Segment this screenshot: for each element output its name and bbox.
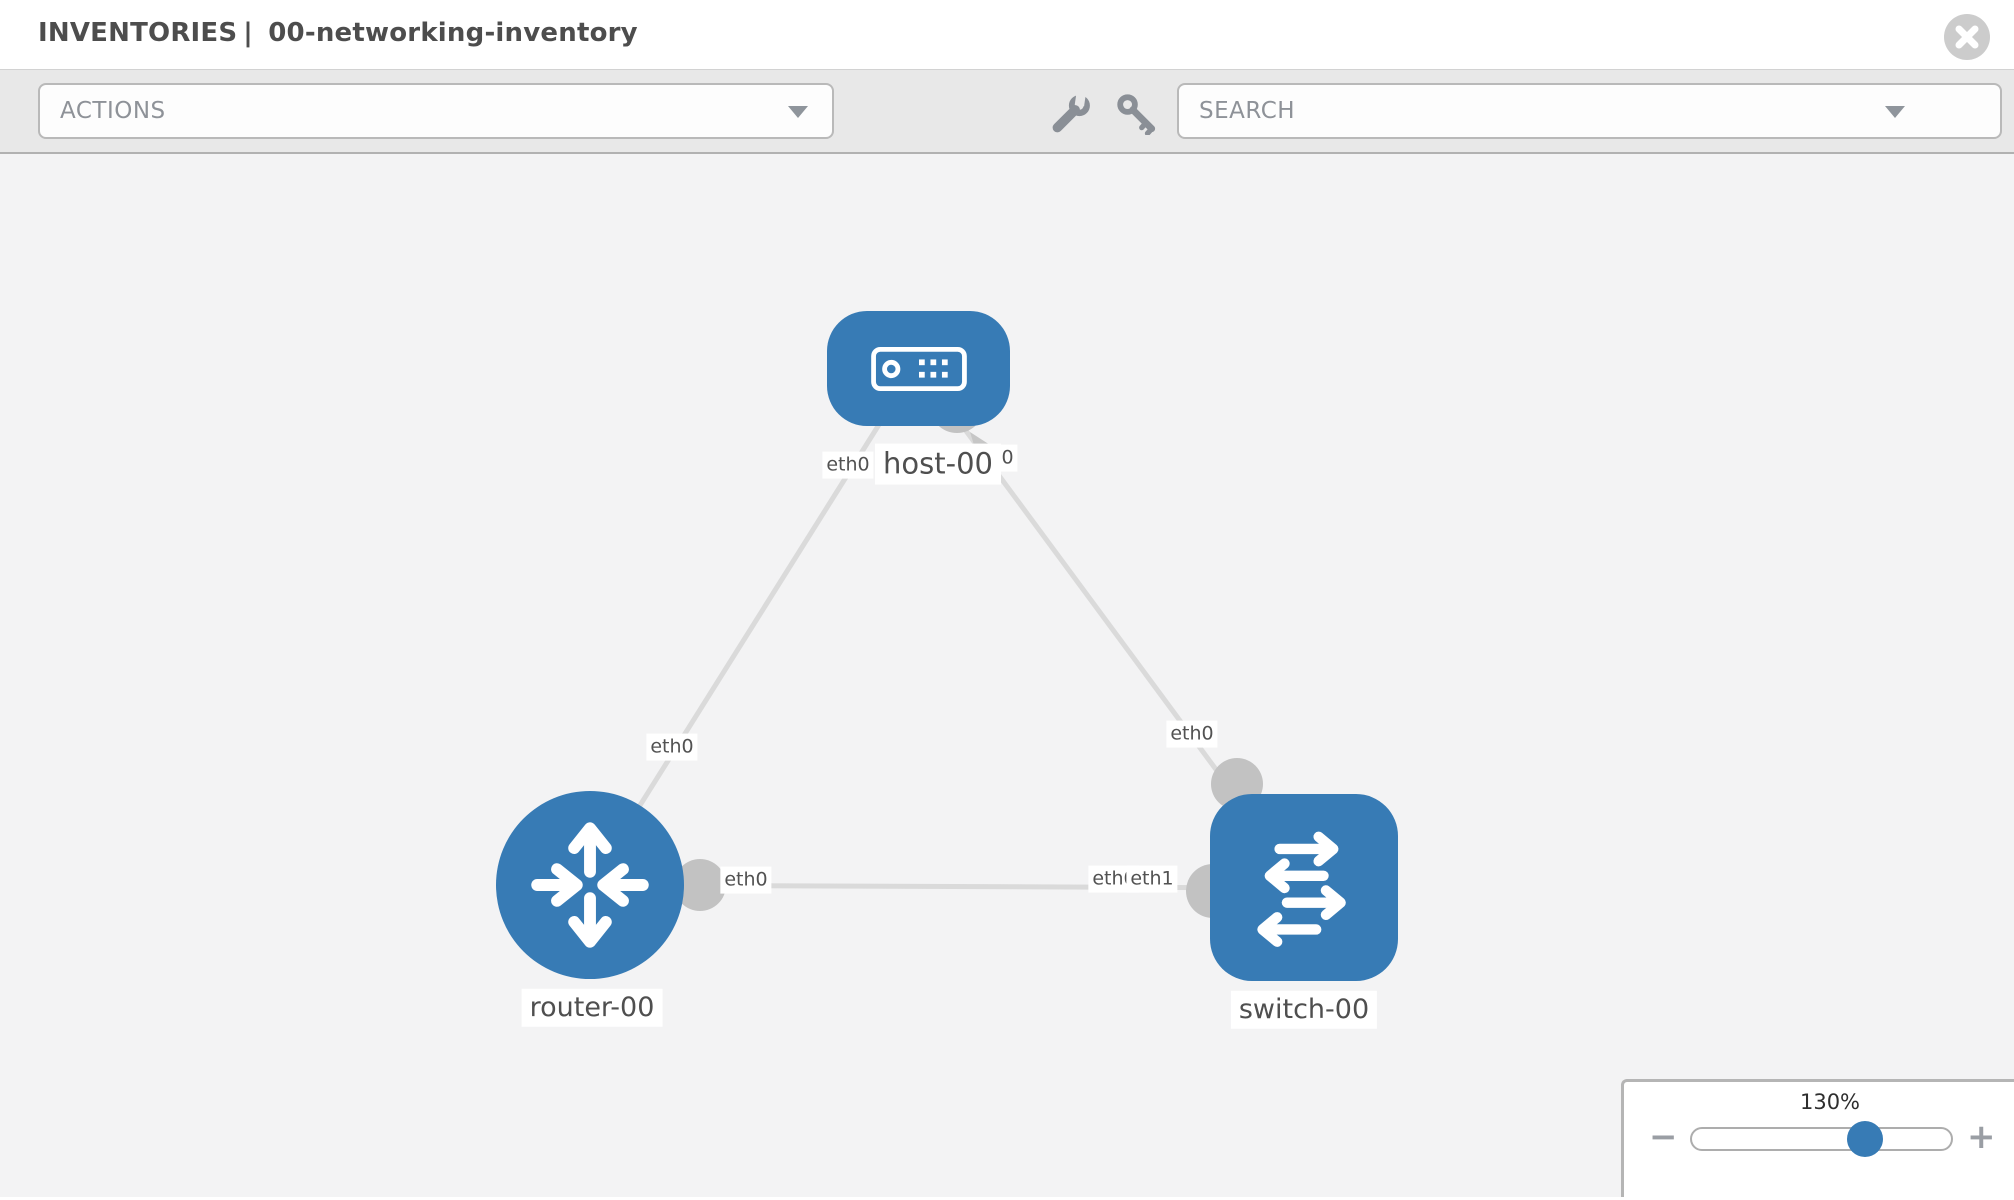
links-layer <box>587 379 1305 918</box>
close-icon <box>1955 25 1979 49</box>
interface-label: eth0 <box>646 733 698 761</box>
actions-placeholder: ACTIONS <box>60 98 166 124</box>
zoom-panel: 130% − + <box>1621 1079 2014 1197</box>
title-separator: | <box>243 18 253 48</box>
interface-label: eth1 <box>1126 865 1178 893</box>
router-icon <box>531 822 649 948</box>
node-label-router: router-00 <box>521 988 663 1028</box>
page-title: INVENTORIES| 00-networking-inventory <box>38 18 644 48</box>
close-button[interactable] <box>1944 14 1990 60</box>
switch-icon <box>1257 831 1346 947</box>
node-label-host: host-00 <box>875 443 1001 485</box>
zoom-slider-thumb[interactable] <box>1847 1121 1883 1157</box>
title-section: INVENTORIES <box>38 18 238 48</box>
key-icon[interactable] <box>1116 93 1158 135</box>
connector-router-right[interactable] <box>674 859 726 911</box>
search-dropdown[interactable]: SEARCH <box>1177 83 2002 139</box>
interface-label: eth0 <box>1166 720 1218 748</box>
node-switch-00[interactable] <box>1210 794 1398 981</box>
interface-label: eth0 <box>822 451 874 479</box>
chevron-down-icon <box>1885 106 1905 118</box>
zoom-level: 130% <box>1799 1090 1861 1114</box>
zoom-in-button[interactable]: + <box>1967 1117 1996 1157</box>
wrench-icon[interactable] <box>1050 93 1092 135</box>
search-placeholder: SEARCH <box>1199 98 1296 124</box>
interface-label: eth0 <box>720 866 772 894</box>
topology-canvas[interactable]: eth0 eth0 eth0 eth0 eth0 eth0 eth1 host-… <box>0 154 2014 1197</box>
node-label-switch: switch-00 <box>1230 990 1378 1030</box>
chevron-down-icon <box>788 106 808 118</box>
host-icon <box>870 346 967 391</box>
toolbar: ACTIONS SEARCH <box>0 70 2014 154</box>
header: INVENTORIES| 00-networking-inventory <box>0 0 2014 70</box>
node-host-00[interactable] <box>827 311 1010 426</box>
inventory-name: 00-networking-inventory <box>268 18 638 48</box>
zoom-out-button[interactable]: − <box>1649 1117 1678 1157</box>
actions-dropdown[interactable]: ACTIONS <box>38 83 834 139</box>
node-router-00[interactable] <box>496 791 684 979</box>
zoom-slider[interactable] <box>1690 1121 1953 1157</box>
